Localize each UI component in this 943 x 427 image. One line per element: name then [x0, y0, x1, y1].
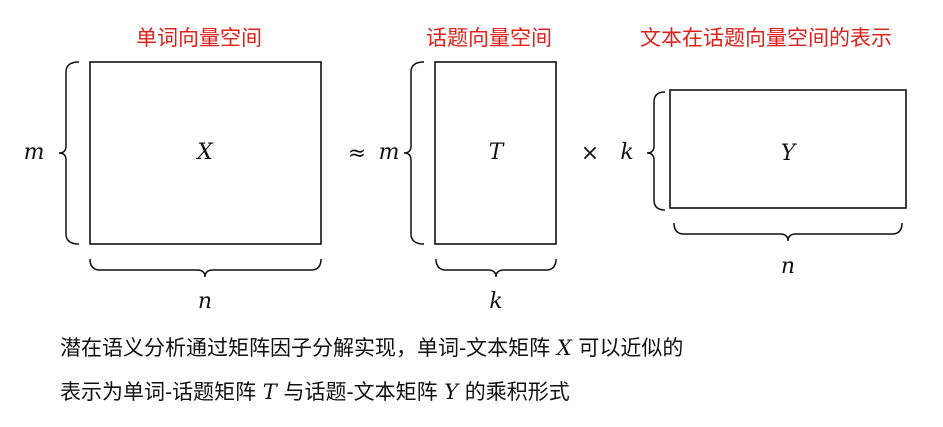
- matrix-x-cols-label: n: [198, 289, 212, 314]
- matrix-t-rows-label: m: [379, 140, 400, 165]
- title-doc-in-topic-space: 文本在话题向量空间的表示: [640, 26, 892, 50]
- matrix-t-row-brace: [403, 61, 425, 245]
- times-operator: ×: [581, 141, 599, 166]
- caption-line-1-text-b: 可以近似的: [571, 336, 684, 360]
- caption-var-t: T: [262, 380, 277, 404]
- matrix-y-label: Y: [781, 141, 798, 166]
- matrix-x-label: X: [195, 140, 214, 165]
- matrix-x-rows-label: m: [24, 140, 45, 165]
- caption-line-2: 表示为单词-话题矩阵 T 与话题-文本矩阵 Y 的乘积形式: [60, 376, 570, 406]
- caption-var-y: Y: [444, 380, 459, 404]
- caption-line-2-text-c: 的乘积形式: [458, 380, 570, 404]
- matrix-t-cols-label: k: [489, 289, 502, 314]
- matrix-x: X m n: [24, 61, 322, 314]
- matrix-y: Y k n: [620, 89, 907, 279]
- matrix-x-col-brace: [89, 258, 322, 278]
- matrix-y-cols-label: n: [781, 254, 795, 279]
- matrix-y-row-brace: [646, 91, 666, 211]
- caption-line-2-text-a: 表示为单词-话题矩阵: [60, 380, 263, 404]
- caption-line-1-text-a: 潜在语义分析通过矩阵因子分解实现，单词-文本矩阵: [60, 336, 557, 360]
- caption-line-1: 潜在语义分析通过矩阵因子分解实现，单词-文本矩阵 X 可以近似的: [60, 332, 683, 362]
- matrix-x-box: [89, 61, 322, 245]
- matrix-t: T m k: [379, 61, 557, 314]
- matrix-x-row-brace: [58, 61, 80, 245]
- matrix-y-rows-label: k: [620, 140, 633, 165]
- matrix-t-col-brace: [435, 258, 557, 278]
- approx-operator: ≈: [348, 141, 366, 166]
- title-topic-vector-space: 话题向量空间: [426, 26, 552, 50]
- matrix-t-label: T: [489, 140, 506, 165]
- matrix-t-box: [434, 61, 557, 245]
- caption-line-2-text-b: 与话题-文本矩阵: [276, 380, 445, 404]
- matrix-y-box: [669, 89, 907, 209]
- title-word-vector-space: 单词向量空间: [136, 26, 262, 50]
- matrix-factorization-diagram: X m n ≈ T m k × Y k n: [24, 61, 907, 314]
- matrix-y-col-brace: [673, 222, 903, 242]
- caption-var-x: X: [556, 336, 572, 360]
